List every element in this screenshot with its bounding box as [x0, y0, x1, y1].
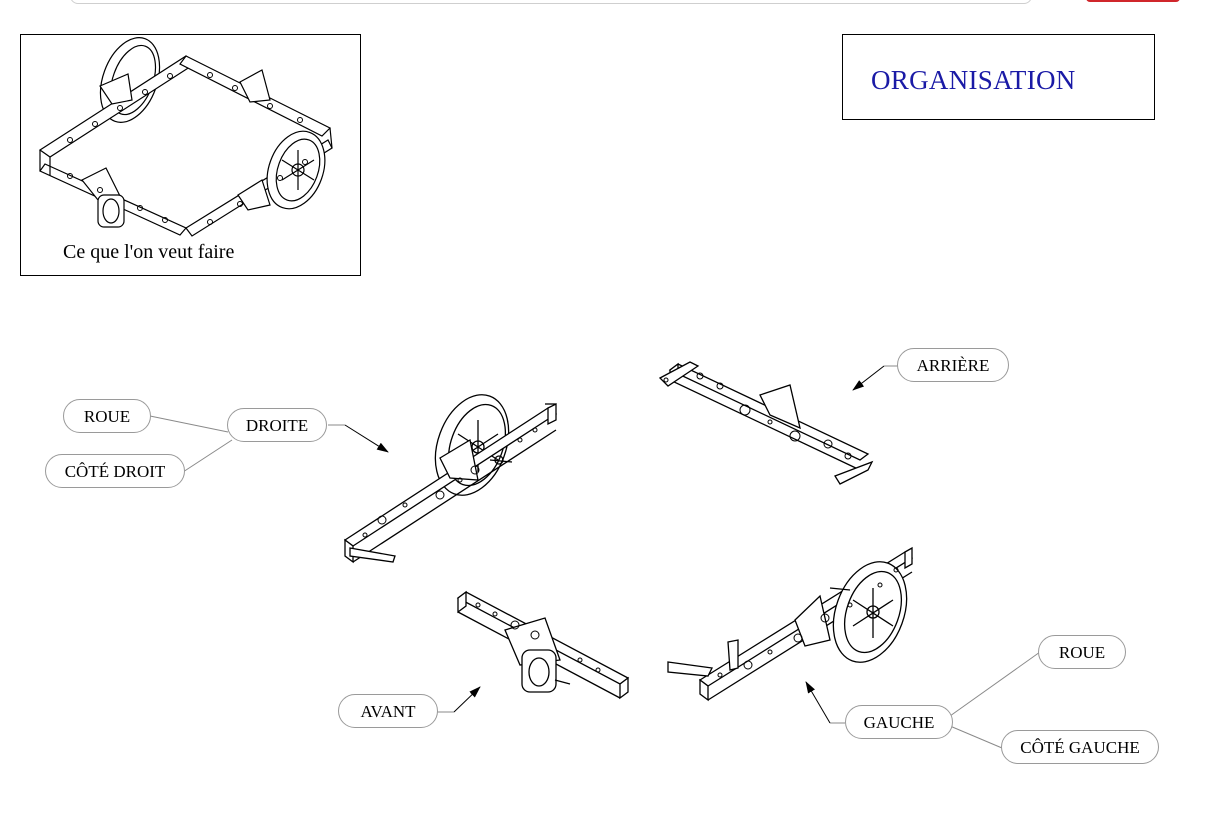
rear-gusset: [759, 384, 801, 430]
right-axle: [489, 455, 513, 465]
rear-beam: [658, 361, 874, 485]
preview-assembly-drawing: [38, 37, 333, 237]
left-wheel: [832, 561, 908, 663]
page-title: ORGANISATION: [871, 65, 1076, 95]
right-side-assembly-drawing: [343, 394, 558, 564]
preview-gussets: [81, 69, 271, 211]
preview-front-wheel: [266, 130, 326, 210]
left-axle: [829, 587, 851, 591]
front-caster: [521, 649, 571, 693]
label-gauche: GAUCHE: [845, 705, 953, 739]
label-cote-gauche: CÔTÉ GAUCHE: [1001, 730, 1159, 764]
right-bolt-holes: [362, 427, 538, 538]
label-roue-droite: ROUE: [63, 399, 151, 433]
left-bolt-holes: [717, 567, 899, 678]
label-droite: DROITE: [227, 408, 327, 442]
preview-caster: [97, 194, 125, 228]
title-frame: ORGANISATION: [842, 34, 1155, 120]
callout-arrows: [344, 365, 885, 724]
left-side-assembly-drawing: [667, 546, 914, 702]
browser-top-strip: [0, 0, 1209, 6]
accent-tab[interactable]: [1086, 0, 1180, 2]
rear-crossbar-drawing: [658, 361, 874, 485]
label-avant: AVANT: [338, 694, 438, 728]
rear-bolt-holes: [663, 372, 852, 460]
front-crossbar-drawing: [456, 590, 630, 700]
right-gusset: [439, 438, 479, 481]
label-roue-gauche: ROUE: [1038, 635, 1126, 669]
preview-caption: Ce que l'on veut faire: [63, 241, 235, 263]
label-cote-droit: CÔTÉ DROIT: [45, 454, 185, 488]
preview-bolt-holes: [67, 72, 308, 225]
front-bolt-holes: [475, 602, 601, 673]
callout-leaders: [149, 365, 1041, 749]
label-arriere: ARRIÈRE: [897, 348, 1009, 382]
